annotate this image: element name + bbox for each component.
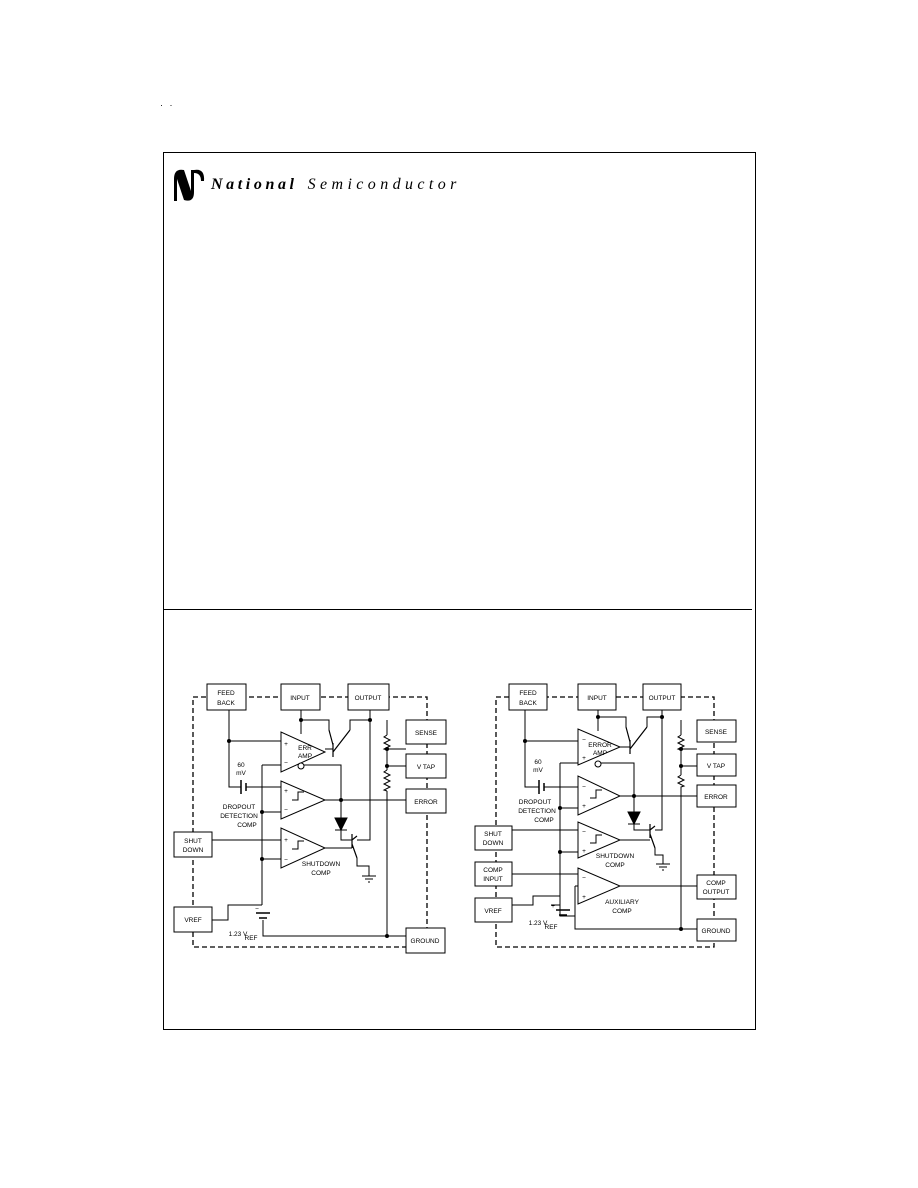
right-aux-minus: − bbox=[582, 875, 586, 882]
brand-name: National Semiconductor bbox=[211, 176, 461, 194]
right-shutdown-label-2: DOWN bbox=[483, 840, 504, 847]
right-block-diagram bbox=[474, 683, 737, 948]
block-diagrams: FEED BACK INPUT OUTPUT SENSE V TAP ERROR… bbox=[173, 683, 737, 954]
left-sense-pin bbox=[405, 719, 447, 745]
left-error-amp-label-1: ERR bbox=[298, 745, 312, 752]
left-ground-label: GROUND bbox=[411, 938, 440, 945]
right-comp-output-label-1: COMP bbox=[706, 880, 726, 887]
page-frame bbox=[163, 152, 756, 1030]
right-dropout-label-2: DETECTION bbox=[518, 808, 556, 815]
right-error-label: ERROR bbox=[704, 794, 728, 801]
left-feedback-label-2: BACK bbox=[217, 700, 235, 707]
right-input-label: INPUT bbox=[587, 695, 607, 702]
brand-name-national: National bbox=[211, 176, 298, 193]
left-shutdown-plus: + bbox=[284, 837, 288, 844]
right-battery-plus: + bbox=[551, 903, 555, 910]
right-ground-label: GROUND bbox=[702, 928, 731, 935]
right-comp-output-label-2: OUTPUT bbox=[703, 889, 730, 896]
right-dropout-minus: − bbox=[582, 784, 586, 791]
right-reference-label: 1.23 V bbox=[529, 920, 548, 927]
brand-header: National Semiconductor bbox=[171, 165, 461, 205]
left-ground-pin bbox=[405, 927, 446, 954]
right-feedback-pin bbox=[508, 683, 548, 711]
right-offset-label-2: mV bbox=[533, 767, 543, 774]
right-amp-minus: − bbox=[582, 737, 586, 744]
right-sense-pin bbox=[696, 719, 737, 743]
right-shutdown-comp-label-2: COMP bbox=[605, 862, 625, 869]
left-error-amp-label-2: AMP bbox=[298, 753, 312, 760]
right-amp-plus: + bbox=[582, 755, 586, 762]
corner-mark: · · bbox=[160, 100, 175, 110]
right-comp-input-label-1: COMP bbox=[483, 867, 503, 874]
right-comp-output-pin bbox=[696, 874, 737, 900]
left-dropout-plus: + bbox=[284, 788, 288, 795]
right-dropout-label-3: COMP bbox=[534, 817, 554, 824]
left-vtap-label: V TAP bbox=[417, 764, 435, 771]
right-auxiliary-label-1: AUXILIARY bbox=[605, 899, 640, 906]
right-vtap-pin bbox=[696, 753, 737, 777]
left-input-pin bbox=[280, 683, 321, 711]
left-output-pin bbox=[347, 683, 390, 711]
right-shutdown-comp-label-1: SHUTDOWN bbox=[596, 853, 635, 860]
right-vtap-label: V TAP bbox=[707, 763, 725, 770]
right-output-label: OUTPUT bbox=[649, 695, 676, 702]
left-shutdown-comp-label-2: COMP bbox=[311, 870, 331, 877]
left-dropout-minus: − bbox=[284, 807, 288, 814]
section-divider bbox=[164, 609, 752, 610]
right-error-amp-label-1: ERROR bbox=[588, 742, 612, 749]
left-shutdown-comp-label-1: SHUTDOWN bbox=[302, 861, 341, 868]
right-input-pin bbox=[577, 683, 617, 711]
national-logo-icon bbox=[174, 169, 205, 201]
left-offset-label-2: mV bbox=[236, 770, 246, 777]
left-shutdown-label-1: SHUT bbox=[184, 838, 202, 845]
right-sense-label: SENSE bbox=[705, 729, 728, 736]
left-battery-minus: − bbox=[255, 906, 259, 913]
right-shutdown-label-1: SHUT bbox=[484, 831, 502, 838]
left-vref-pin bbox=[173, 906, 213, 933]
left-output-label: OUTPUT bbox=[355, 695, 382, 702]
right-shutdown-minus: − bbox=[582, 829, 586, 836]
right-vref-pin bbox=[474, 897, 513, 923]
left-block-diagram bbox=[173, 683, 447, 954]
right-ground-pin bbox=[696, 918, 737, 942]
left-input-label: INPUT bbox=[290, 695, 310, 702]
left-error-label: ERROR bbox=[414, 799, 438, 806]
left-offset-label-1: 60 bbox=[237, 762, 245, 769]
right-dropout-plus: + bbox=[582, 803, 586, 810]
right-shutdown-pin bbox=[474, 825, 513, 851]
left-amp-plus: + bbox=[284, 741, 288, 748]
left-error-pin bbox=[405, 788, 447, 814]
right-aux-plus: + bbox=[582, 894, 586, 901]
left-reference-sub: REF bbox=[245, 935, 258, 942]
left-dropout-label-1: DROPOUT bbox=[223, 804, 256, 811]
left-dropout-label-3: COMP bbox=[237, 822, 257, 829]
left-shutdown-pin bbox=[173, 831, 213, 858]
left-shutdown-minus: − bbox=[284, 857, 288, 864]
left-vtap-pin bbox=[405, 753, 447, 779]
left-reference-label: 1.23 V bbox=[229, 931, 248, 938]
left-dropout-label-2: DETECTION bbox=[220, 813, 258, 820]
brand-name-semiconductor: Semiconductor bbox=[307, 176, 461, 193]
right-reference-sub: REF bbox=[545, 924, 558, 931]
right-offset-label-1: 60 bbox=[534, 759, 542, 766]
left-sense-label: SENSE bbox=[415, 730, 438, 737]
left-shutdown-label-2: DOWN bbox=[183, 847, 204, 854]
right-output-pin bbox=[642, 683, 682, 711]
right-comp-input-label-2: INPUT bbox=[483, 876, 503, 883]
left-amp-minus: − bbox=[284, 760, 288, 767]
right-error-amp-label-2: AMP bbox=[593, 750, 607, 757]
right-auxiliary-label-2: COMP bbox=[612, 908, 632, 915]
left-feedback-label-1: FEED bbox=[217, 690, 235, 697]
right-feedback-label-2: BACK bbox=[519, 700, 537, 707]
right-feedback-label-1: FEED bbox=[519, 690, 537, 697]
right-vref-label: VREF bbox=[484, 908, 501, 915]
right-shutdown-plus: + bbox=[582, 848, 586, 855]
right-error-pin bbox=[696, 784, 737, 808]
left-feedback-pin bbox=[206, 683, 247, 711]
right-dropout-label-1: DROPOUT bbox=[519, 799, 552, 806]
left-vref-label: VREF bbox=[184, 917, 201, 924]
right-comp-input-pin bbox=[474, 861, 513, 887]
